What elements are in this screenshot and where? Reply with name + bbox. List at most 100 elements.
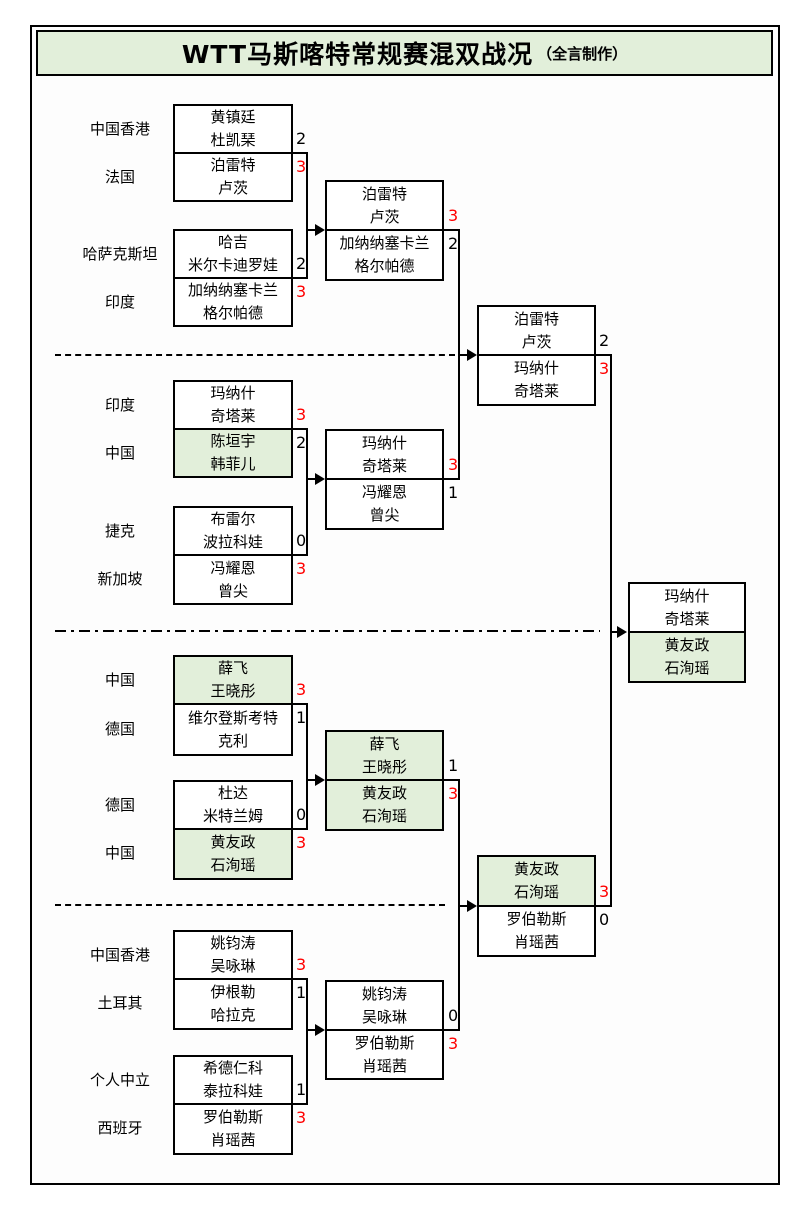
qf2-t2-score: 1: [448, 483, 459, 502]
r1-m1-t2-box: 泊雷特 卢茨: [173, 152, 293, 202]
country-label-16: 西班牙: [97, 1119, 143, 1137]
country-label-7: 捷克: [104, 522, 135, 540]
team-name: 罗伯勒斯 肖瑶茜: [506, 910, 567, 951]
title-credit: （全言制作）: [537, 44, 628, 63]
qf4-t1-score: 0: [448, 1006, 459, 1025]
r1-m2-t2-box: 加纳纳塞卡兰 格尔帕德: [173, 277, 293, 327]
qf3-t2-box: 黄友政 石洵瑶: [325, 779, 444, 831]
sf1-t2-box: 玛纳什 奇塔莱: [477, 354, 596, 406]
connector-line: [442, 478, 460, 480]
connector-line: [306, 779, 318, 781]
team-name: 薛飞 王晓彤: [210, 659, 256, 700]
qf3-t1-box: 薛飞 王晓彤: [325, 730, 444, 781]
connector-line: [291, 978, 308, 980]
team-name: 罗伯勒斯 肖瑶茜: [354, 1033, 415, 1075]
r1-m4-t2-box: 冯耀恩 曾尖: [173, 554, 293, 605]
r1-m2-t1-score: 2: [296, 254, 307, 273]
country-label-4: 印度: [104, 293, 135, 311]
sf2-t2-score: 0: [599, 910, 610, 929]
arrow-right-icon: [315, 774, 325, 786]
r1-m7-t1-score: 3: [296, 955, 307, 974]
r1-m7-t1-box: 姚钧涛 吴咏琳: [173, 930, 293, 980]
team-name: 黄镇廷 杜凯琹: [210, 108, 256, 149]
team-name: 玛纳什 奇塔莱: [210, 384, 256, 425]
team-name: 伊根勒 哈拉克: [210, 983, 256, 1024]
team-name: 陈垣宇 韩菲儿: [210, 432, 256, 473]
connector-line: [458, 905, 470, 907]
arrow-right-icon: [467, 349, 477, 361]
title-bar: WTT马斯喀特常规赛混双战况 （全言制作）: [36, 30, 773, 76]
country-label-14: 土耳其: [97, 994, 143, 1012]
team-name: 泊雷特 卢茨: [513, 309, 559, 351]
connector-line: [306, 428, 308, 556]
sf2-t1-score: 3: [599, 882, 610, 901]
r1-m6-t2-score: 3: [296, 833, 307, 852]
team-name: 杜达 米特兰姆: [202, 784, 263, 825]
r1-m3-t1-score: 3: [296, 405, 307, 424]
r1-m7-t2-score: 1: [296, 983, 307, 1002]
r1-m8-t1-score: 1: [296, 1080, 307, 1099]
team-name: 姚钧涛 吴咏琳: [361, 984, 407, 1026]
team-name: 冯耀恩 曾尖: [210, 558, 256, 600]
r1-m2-t1-box: 哈吉 米尔卡迪罗娃: [173, 229, 293, 279]
r1-m8-t2-score: 3: [296, 1108, 307, 1127]
connector-line: [442, 1029, 460, 1031]
team-name: 加纳纳塞卡兰 格尔帕德: [339, 234, 430, 275]
sf1-t2-score: 3: [599, 359, 610, 378]
qf2-t1-box: 玛纳什 奇塔莱: [325, 429, 444, 480]
qf3-t2-score: 3: [448, 784, 459, 803]
connector-line: [306, 478, 318, 480]
sf2-t2-box: 罗伯勒斯 肖瑶茜: [477, 905, 596, 957]
qf1-t2-box: 加纳纳塞卡兰 格尔帕德: [325, 229, 444, 281]
qf1-t1-box: 泊雷特 卢茨: [325, 180, 444, 231]
connector-line: [291, 828, 308, 830]
team-name: 加纳纳塞卡兰 格尔帕德: [187, 281, 278, 322]
section-divider-dashed: [55, 354, 455, 356]
r1-m2-t2-score: 3: [296, 282, 307, 301]
sf2-t1-box: 黄友政 石洵瑶: [477, 855, 596, 907]
r1-m8-t2-box: 罗伯勒斯 肖瑶茜: [173, 1103, 293, 1155]
r1-m1-t1-score: 2: [296, 129, 307, 148]
team-name: 布雷尔 波拉科娃: [202, 510, 263, 551]
connector-line: [610, 631, 620, 633]
connector-line: [610, 354, 612, 907]
country-label-3: 哈萨克斯坦: [82, 245, 158, 263]
team-name: 黄友政 石洵瑶: [361, 784, 407, 825]
section-divider-dashed: [55, 904, 445, 906]
arrow-right-icon: [617, 626, 627, 638]
connector-line: [306, 152, 308, 279]
r1-m6-t2-box: 黄友政 石洵瑶: [173, 828, 293, 880]
r1-m3-t2-score: 2: [296, 433, 307, 452]
team-name: 玛纳什 奇塔莱: [664, 586, 710, 628]
arrow-right-icon: [315, 1024, 325, 1036]
connector-line: [291, 152, 308, 154]
connector-line: [442, 229, 460, 231]
team-name: 黄友政 石洵瑶: [664, 636, 710, 677]
r1-m6-t1-box: 杜达 米特兰姆: [173, 780, 293, 830]
r1-m5-t1-score: 3: [296, 680, 307, 699]
connector-line: [291, 428, 308, 430]
team-name: 黄友政 石洵瑶: [513, 860, 559, 901]
connector-line: [291, 277, 308, 279]
connector-line: [291, 703, 308, 705]
team-name: 黄友政 石洵瑶: [210, 833, 256, 874]
qf2-t1-score: 3: [448, 455, 459, 474]
sf1-t1-score: 2: [599, 331, 610, 350]
team-name: 姚钧涛 吴咏琳: [210, 934, 256, 975]
qf1-t1-score: 3: [448, 206, 459, 225]
r1-m6-t1-score: 0: [296, 805, 307, 824]
r1-m1-t2-score: 3: [296, 157, 307, 176]
country-label-15: 个人中立: [89, 1071, 150, 1089]
r1-m8-t1-box: 希德仁科 泰拉科娃: [173, 1055, 293, 1105]
country-label-2: 法国: [104, 168, 135, 186]
qf4-t1-box: 姚钧涛 吴咏琳: [325, 980, 444, 1031]
team-name: 泊雷特 卢茨: [361, 184, 407, 226]
country-label-8: 新加坡: [97, 570, 143, 588]
connector-line: [442, 779, 460, 781]
r1-m4-t2-score: 3: [296, 559, 307, 578]
sf1-t1-box: 泊雷特 卢茨: [477, 305, 596, 356]
connector-line: [306, 703, 308, 830]
connector-line: [594, 354, 612, 356]
team-name: 希德仁科 泰拉科娃: [202, 1059, 263, 1100]
